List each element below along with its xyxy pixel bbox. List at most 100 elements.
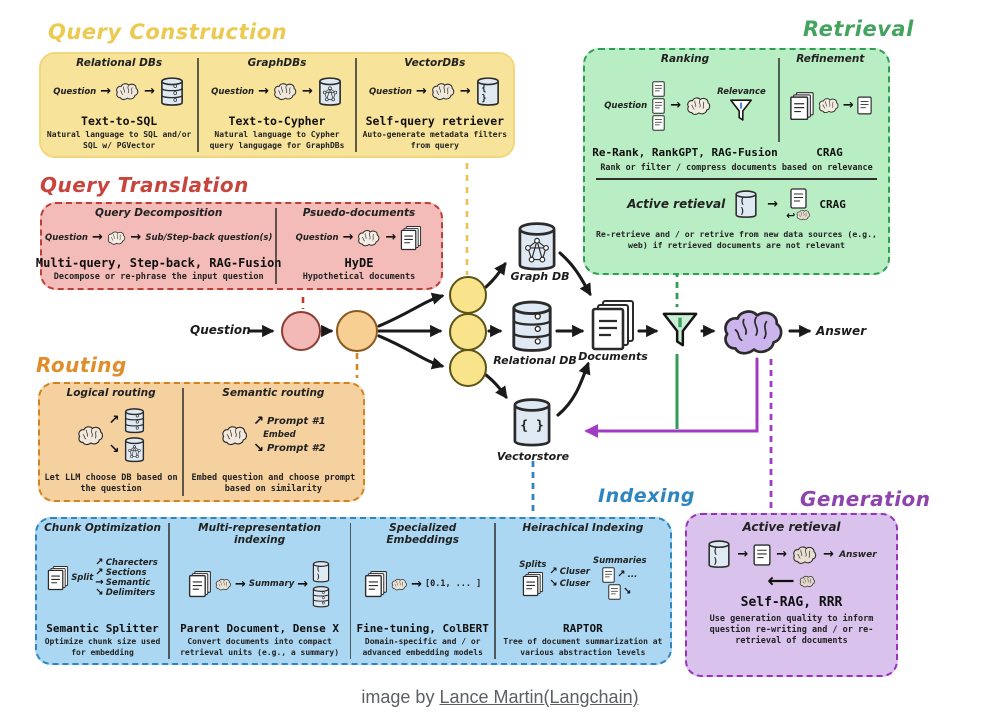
documents-icon xyxy=(522,571,544,597)
brain-icon xyxy=(796,209,811,221)
relevance-label: Relevance xyxy=(717,87,766,98)
retrieval-caption: Rank or filter / compress documents base… xyxy=(600,162,873,172)
divider xyxy=(596,177,877,180)
panel-header: GraphDBs xyxy=(247,57,307,69)
arrow-down-icon: ↘ xyxy=(623,586,632,598)
more-label: ... xyxy=(627,570,638,581)
split-label: Split xyxy=(71,573,94,584)
panel-header: Relational DBs xyxy=(76,57,163,69)
filter-funnel-icon xyxy=(661,310,699,352)
brain-icon xyxy=(799,575,816,588)
panel-refinement: Refinement → xyxy=(780,53,881,146)
relational-db-label: Relational DB xyxy=(493,354,577,367)
panel-ranking: Ranking Question → Relevance xyxy=(592,53,778,146)
retrieval-title: Retrieval xyxy=(803,17,914,41)
panel-header: Heirachical Indexing xyxy=(522,522,644,534)
technique-name: Semantic Splitter xyxy=(46,622,159,636)
panel-header: Chunk Optimization xyxy=(44,522,161,534)
technique-desc: Natural language to SQL and/or SQL w/ PG… xyxy=(46,130,192,150)
panel-header: Query Decomposition xyxy=(95,207,223,219)
panel-header: Active retieval xyxy=(627,197,726,212)
subquestion-label: Sub/Step-back question(s) xyxy=(145,232,273,243)
divider xyxy=(494,523,496,659)
graph-db-icon xyxy=(512,220,562,274)
arrow-icon: → xyxy=(459,84,471,100)
arrow-icon: → xyxy=(823,547,835,563)
technique-desc: Decompose or re-phrase the input questio… xyxy=(53,271,264,282)
retrieval-names-row: Re-Rank, RankGPT, RAG-Fusion CRAG xyxy=(592,146,881,159)
query-construction-node xyxy=(449,276,487,314)
main-question-label: Question xyxy=(190,323,251,337)
relational-db-icon xyxy=(311,585,331,609)
panel-header: Logical routing xyxy=(66,387,156,399)
arrow-icon: → xyxy=(670,98,682,114)
prompt2-label: Prompt #2 xyxy=(267,443,326,455)
routing-title: Routing xyxy=(36,353,127,377)
technique-name: CRAG xyxy=(816,146,843,159)
splits-label: Splits xyxy=(519,559,547,570)
brain-icon xyxy=(792,545,818,565)
panel-specialized-embeddings: Specialized Embeddings → [0.1, ... ] Fin… xyxy=(351,519,494,663)
panel-query-decomposition: Query Decomposition Question → → Sub/Ste… xyxy=(36,204,282,288)
summaries-label: Summaries xyxy=(593,556,647,567)
credit-link[interactable]: Lance Martin(Langchain) xyxy=(439,687,639,707)
cluster-label: Cluser xyxy=(559,579,590,590)
brain-icon xyxy=(77,425,105,446)
doc-icon xyxy=(602,567,615,583)
relational-db-icon xyxy=(123,407,146,435)
loop-arrow-icon: ⟵ xyxy=(767,570,795,593)
doc-icon xyxy=(857,96,872,115)
routing-box: Logical routing ↗ ↘ Let LLM choose DB ba… xyxy=(38,382,365,502)
documents-label: Documents xyxy=(578,350,648,363)
generation-loop: ⟵ xyxy=(767,572,815,591)
divider xyxy=(355,58,357,152)
query-translation-title: Query Translation xyxy=(40,173,249,197)
technique-name: Self-RAG, RRR xyxy=(740,595,843,611)
brain-icon xyxy=(818,97,840,114)
arrow-icon: → xyxy=(842,98,854,114)
indexing-box: Chunk Optimization Split ↗Charecters ↗Se… xyxy=(35,517,672,665)
vectorstore-label: Vectorstore xyxy=(496,450,570,463)
arrow-icon: → xyxy=(91,230,103,246)
technique-name: Parent Document, Dense X xyxy=(180,622,340,636)
brain-icon xyxy=(215,578,232,591)
arrow-icon: → xyxy=(411,576,422,592)
arrow-up-icon: ↗ xyxy=(617,569,626,581)
relational-db-icon xyxy=(509,298,555,356)
divider xyxy=(197,58,199,152)
doc-icon xyxy=(652,98,665,114)
arrow-icon: → xyxy=(95,577,104,589)
brain-icon xyxy=(357,229,381,247)
question-label: Question xyxy=(211,86,255,97)
panel-chunk-optimization: Chunk Optimization Split ↗Charecters ↗Se… xyxy=(37,519,168,663)
question-label: Question xyxy=(368,86,412,97)
technique-desc: Convert documents into compact retrieval… xyxy=(180,637,340,657)
divider xyxy=(182,388,184,496)
routing-node xyxy=(336,310,378,352)
divider xyxy=(275,208,277,284)
arrow-up-icon: ↗ xyxy=(95,557,104,569)
arrow-icon: → xyxy=(130,230,142,246)
documents-icon xyxy=(47,565,69,591)
cluster-label: Cluser xyxy=(559,567,590,578)
panel-header: Psuedo-documents xyxy=(302,207,416,219)
arrow-icon: → xyxy=(235,576,246,592)
panel-header: Refinement xyxy=(796,53,865,65)
embed-label: Embed xyxy=(263,430,296,441)
arrow-down-icon: ↘ xyxy=(108,442,120,458)
divider xyxy=(168,523,170,659)
graph-db-icon xyxy=(317,76,343,108)
technique-desc: Natural language to Cypher query languga… xyxy=(209,130,345,150)
funnel-icon xyxy=(729,98,753,124)
technique-desc: Let LLM choose DB based on the question xyxy=(44,472,178,494)
panel-vector-dbs: VectorDBs Question → → { } Self-query re… xyxy=(357,54,513,156)
branch-label: Charecters xyxy=(105,558,158,569)
arrow-icon: → xyxy=(776,547,788,563)
technique-desc: Hypothetical documents xyxy=(302,271,416,282)
arrow-icon: → xyxy=(385,230,397,246)
technique-name: HyDE xyxy=(344,255,374,270)
question-label: Question xyxy=(295,232,339,243)
arrow-icon: → xyxy=(767,197,779,213)
arrow-down-icon: ↘ xyxy=(95,587,104,599)
prompt1-label: Prompt #1 xyxy=(267,416,326,428)
